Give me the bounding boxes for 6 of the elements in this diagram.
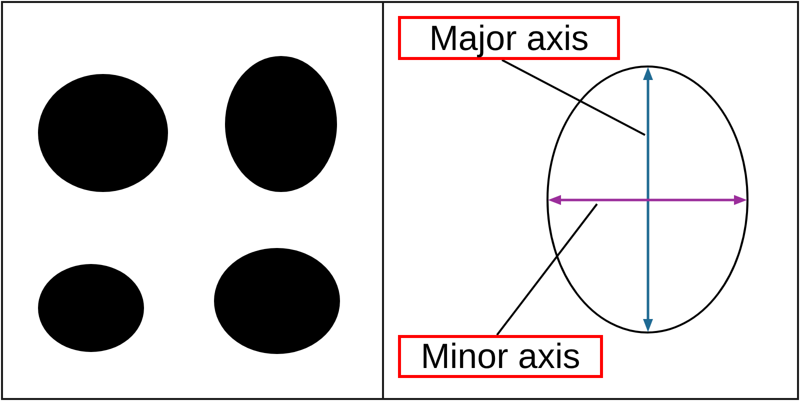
callout-box: [398, 16, 620, 60]
callout-text: Major axis: [429, 20, 589, 56]
leader-line: [496, 203, 598, 336]
callout-box: [398, 335, 603, 378]
leader-line: [502, 59, 646, 136]
callout-text: Minor axis: [420, 339, 580, 374]
